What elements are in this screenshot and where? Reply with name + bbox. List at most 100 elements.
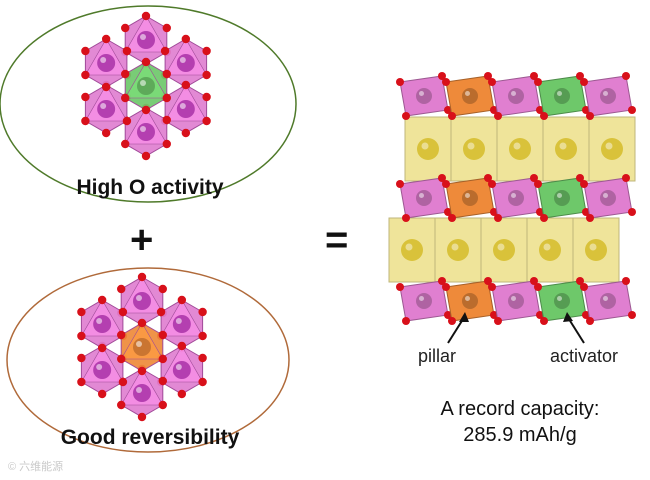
oxygen-atom	[576, 72, 584, 80]
atom-highlight	[140, 80, 146, 86]
oxygen-atom	[580, 180, 588, 188]
oxygen-atom	[448, 317, 456, 325]
layer-atom	[462, 293, 478, 309]
oxygen-atom	[582, 311, 590, 319]
oxygen-atom	[488, 180, 496, 188]
top-honeycomb-cluster	[81, 11, 211, 161]
oxygen-atom	[77, 377, 86, 387]
atom-highlight	[511, 91, 516, 96]
tm-atom	[137, 123, 155, 141]
li-atom	[447, 239, 469, 261]
atom-highlight	[557, 296, 562, 301]
oxygen-atom	[586, 214, 594, 222]
atom-highlight	[603, 91, 608, 96]
activator-arrow	[563, 312, 585, 344]
oxygen-atom	[490, 106, 498, 114]
oxygen-atom	[628, 106, 636, 114]
oxygen-atom	[582, 106, 590, 114]
oxygen-atom	[576, 277, 584, 285]
oxygen-atom	[396, 78, 404, 86]
oxygen-atom	[101, 82, 111, 92]
oxygen-atom	[156, 307, 166, 317]
oxygen-atom	[586, 317, 594, 325]
tm-atom	[133, 292, 151, 310]
oxygen-atom	[97, 389, 107, 399]
center-atom	[137, 77, 155, 95]
oxygen-atom	[530, 277, 538, 285]
oxygen-atom	[438, 277, 446, 285]
atom-highlight	[136, 387, 142, 393]
atom-highlight	[557, 193, 562, 198]
oxygen-atom	[540, 112, 548, 120]
oxygen-atom	[576, 174, 584, 182]
oxygen-atom	[121, 23, 130, 33]
oxygen-atom	[122, 116, 132, 126]
oxygen-atom	[582, 208, 590, 216]
oxygen-atom	[117, 284, 126, 294]
atom-highlight	[175, 318, 182, 324]
oxygen-atom	[158, 330, 167, 340]
atom-highlight	[419, 296, 424, 301]
oxygen-atom	[202, 116, 211, 126]
atom-highlight	[511, 193, 516, 198]
li-atom	[555, 138, 577, 160]
oxygen-atom	[121, 69, 130, 79]
oxygen-atom	[444, 311, 452, 319]
oxygen-atom	[158, 354, 167, 364]
atom-highlight	[465, 193, 470, 198]
atom-highlight	[451, 243, 459, 251]
oxygen-atom	[198, 353, 207, 363]
oxygen-atom	[118, 307, 128, 317]
oxygen-atom	[137, 318, 147, 328]
oxygen-atom	[438, 72, 446, 80]
oxygen-atom	[97, 295, 107, 305]
atom-highlight	[603, 193, 608, 198]
tm-atom	[97, 54, 116, 72]
oxygen-atom	[97, 343, 107, 353]
plus-sign: +	[130, 218, 154, 262]
oxygen-atom	[160, 46, 170, 56]
atom-highlight	[179, 103, 186, 109]
atom-highlight	[100, 103, 107, 109]
atom-highlight	[419, 91, 424, 96]
layer-atom	[600, 88, 616, 104]
atom-highlight	[179, 57, 186, 63]
atom-highlight	[589, 243, 597, 251]
layer-atom	[508, 190, 524, 206]
tm-atom	[97, 100, 116, 118]
oxygen-atom	[530, 72, 538, 80]
atom-highlight	[511, 296, 516, 301]
oxygen-atom	[121, 93, 130, 103]
oxygen-atom	[628, 208, 636, 216]
layered-crystal-structure	[388, 72, 636, 325]
oxygen-atom	[488, 283, 496, 291]
bottom-honeycomb-cluster	[77, 272, 207, 422]
pillar-label: pillar	[418, 346, 457, 366]
tm-atom	[172, 315, 191, 333]
oxygen-atom	[117, 354, 126, 364]
oxygen-atom	[540, 214, 548, 222]
atom-highlight	[465, 91, 470, 96]
li-atom	[463, 138, 485, 160]
atom-highlight	[605, 142, 613, 150]
top-ellipse-outline	[0, 5, 297, 203]
oxygen-atom	[534, 78, 542, 86]
oxygen-atom	[396, 180, 404, 188]
pillar-arrow	[447, 312, 469, 344]
oxygen-atom	[628, 311, 636, 319]
layer-atom	[462, 88, 478, 104]
oxygen-atom	[536, 311, 544, 319]
oxygen-atom	[137, 272, 147, 282]
oxygen-atom	[77, 331, 86, 341]
atom-highlight	[175, 364, 182, 370]
oxygen-atom	[77, 307, 86, 317]
layer-atom	[600, 293, 616, 309]
atom-highlight	[557, 91, 562, 96]
li-atom	[539, 239, 561, 261]
atom-highlight	[603, 296, 608, 301]
oxygen-atom	[117, 400, 126, 410]
oxygen-atom	[622, 174, 630, 182]
oxygen-atom	[488, 78, 496, 86]
oxygen-atom	[101, 34, 111, 44]
